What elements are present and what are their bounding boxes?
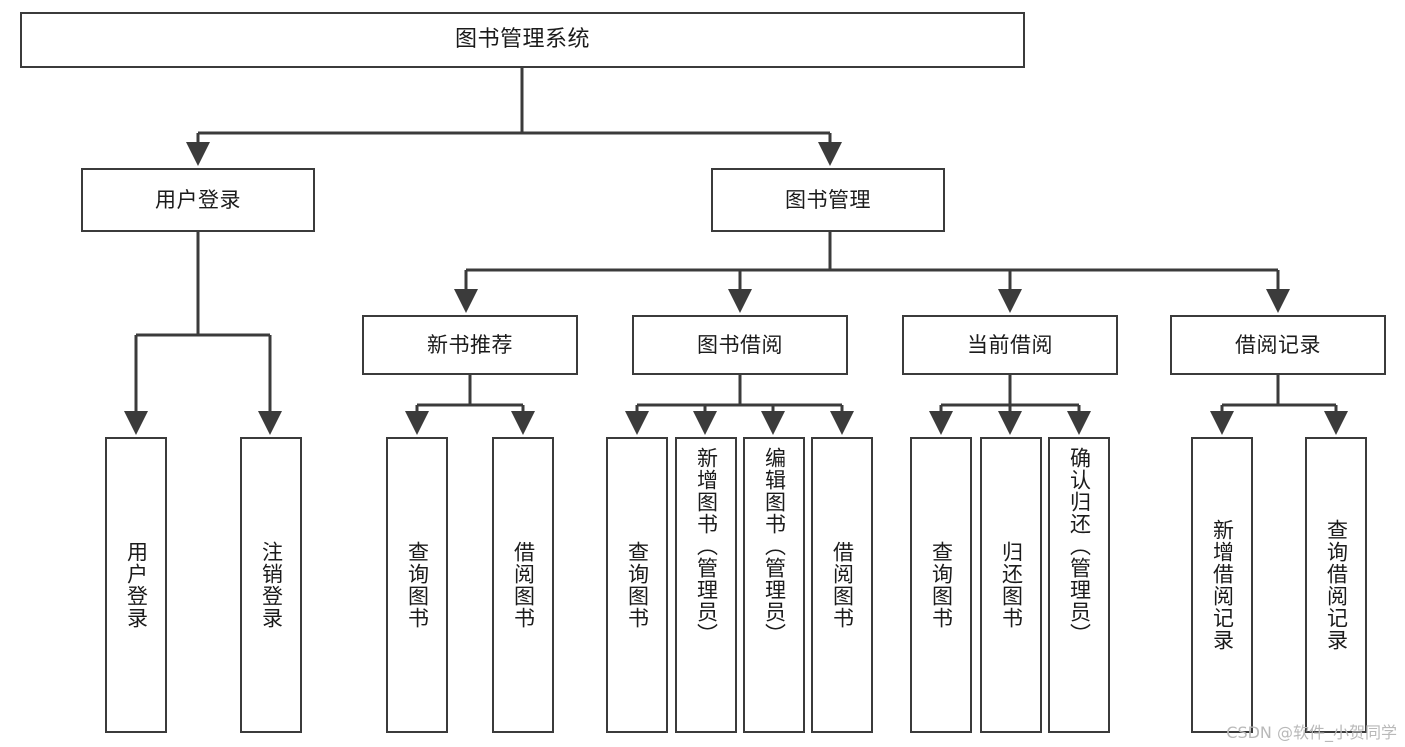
node-label: 归还图书 <box>999 541 1024 629</box>
node-label: 用户登录 <box>124 541 149 629</box>
leaf-current-borrow-return-book[interactable]: 归还图书 <box>980 437 1042 733</box>
node-root-system[interactable]: 图书管理系统 <box>20 12 1025 68</box>
leaf-borrow-record-query-record[interactable]: 查询借阅记录 <box>1305 437 1367 733</box>
node-label: 新增图书（管理员） <box>694 447 719 645</box>
node-label: 借阅图书 <box>830 541 855 629</box>
node-label: 借阅图书 <box>511 541 536 629</box>
node-label: 图书借阅 <box>697 332 783 357</box>
leaf-current-borrow-confirm-return[interactable]: 确认归还（管理员） <box>1048 437 1110 733</box>
node-book-borrow[interactable]: 图书借阅 <box>632 315 848 375</box>
node-label: 图书管理系统 <box>454 27 590 53</box>
node-book-management[interactable]: 图书管理 <box>711 168 945 232</box>
node-current-borrow[interactable]: 当前借阅 <box>902 315 1118 375</box>
node-label: 查询图书 <box>405 541 430 629</box>
node-label: 编辑图书（管理员） <box>762 447 787 645</box>
leaf-user-login-login[interactable]: 用户登录 <box>105 437 167 733</box>
node-label: 借阅记录 <box>1235 332 1321 357</box>
node-label: 查询图书 <box>929 541 954 629</box>
leaf-book-borrow-query-book[interactable]: 查询图书 <box>606 437 668 733</box>
node-label: 新书推荐 <box>427 332 513 357</box>
leaf-new-book-borrow-book[interactable]: 借阅图书 <box>492 437 554 733</box>
leaf-book-borrow-borrow-book[interactable]: 借阅图书 <box>811 437 873 733</box>
node-label: 查询借阅记录 <box>1324 519 1349 651</box>
watermark-text: CSDN @软件_小贺同学 <box>1226 723 1397 742</box>
node-label: 用户登录 <box>155 187 241 212</box>
node-label: 图书管理 <box>785 187 871 212</box>
node-new-book-recommend[interactable]: 新书推荐 <box>362 315 578 375</box>
leaf-new-book-query-book[interactable]: 查询图书 <box>386 437 448 733</box>
node-label: 确认归还（管理员） <box>1067 447 1092 645</box>
node-label: 查询图书 <box>625 541 650 629</box>
leaf-book-borrow-add-book[interactable]: 新增图书（管理员） <box>675 437 737 733</box>
node-label: 注销登录 <box>259 541 284 629</box>
leaf-current-borrow-query-book[interactable]: 查询图书 <box>910 437 972 733</box>
node-user-login[interactable]: 用户登录 <box>81 168 315 232</box>
leaf-book-borrow-edit-book[interactable]: 编辑图书（管理员） <box>743 437 805 733</box>
node-label: 当前借阅 <box>967 332 1053 357</box>
leaf-borrow-record-add-record[interactable]: 新增借阅记录 <box>1191 437 1253 733</box>
leaf-user-login-logout[interactable]: 注销登录 <box>240 437 302 733</box>
node-borrow-record[interactable]: 借阅记录 <box>1170 315 1386 375</box>
node-label: 新增借阅记录 <box>1210 519 1235 651</box>
